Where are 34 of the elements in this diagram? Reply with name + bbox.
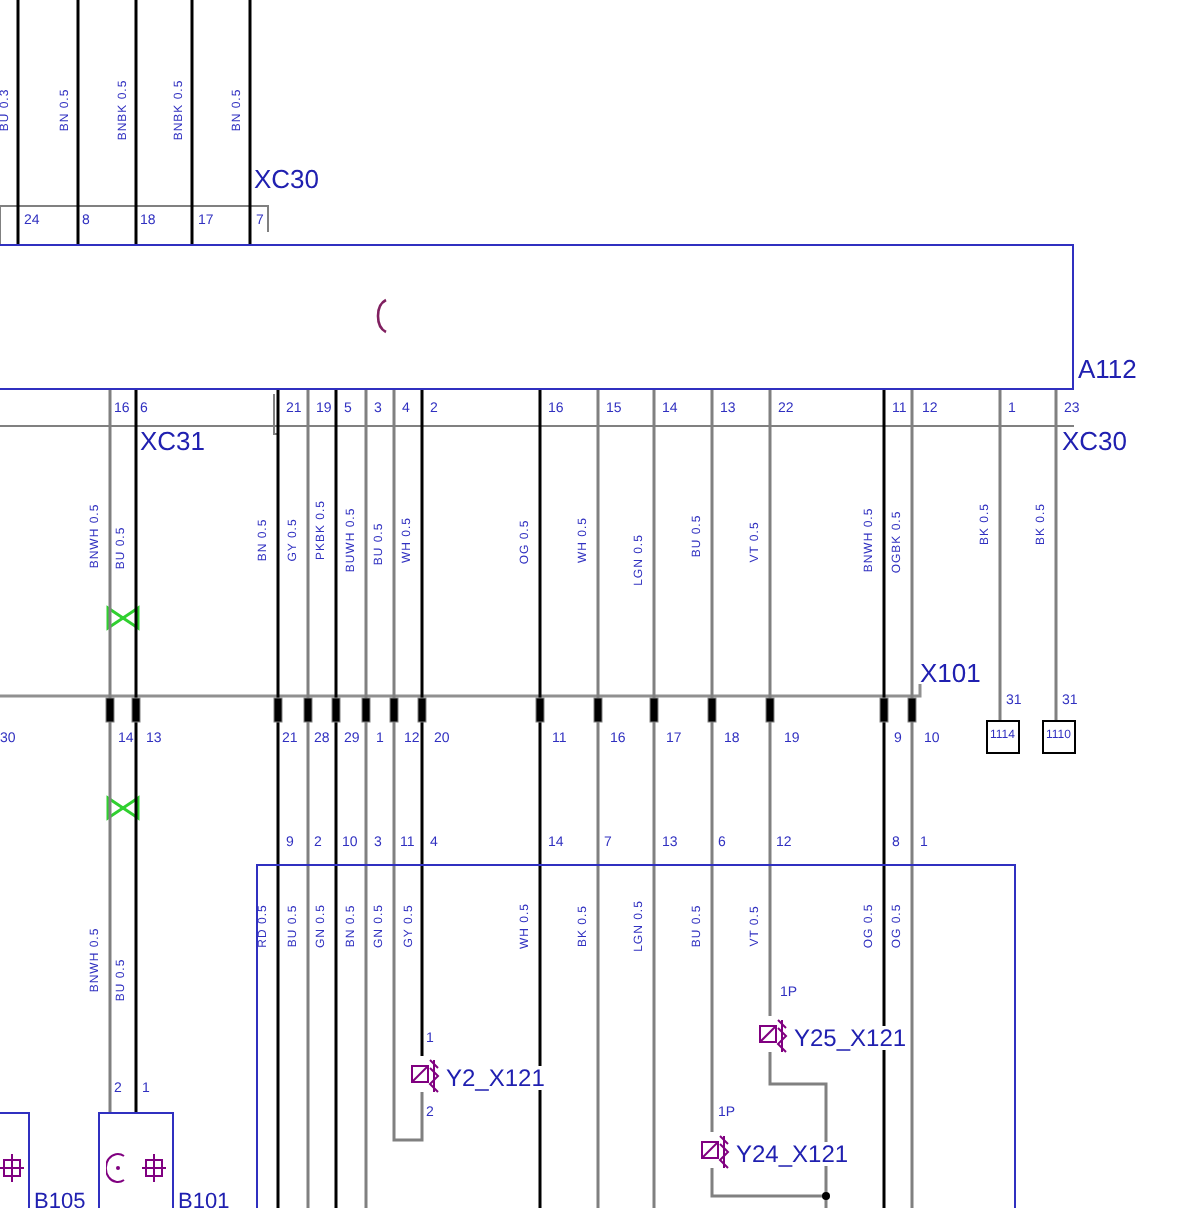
- wire: [998, 390, 1002, 720]
- component-label: B101: [178, 1192, 230, 1208]
- connector-name: XC30: [1062, 428, 1128, 454]
- wire: [108, 390, 112, 1112]
- wire: [538, 390, 542, 864]
- wire: [134, 390, 138, 1112]
- wire: [334, 390, 338, 864]
- wire: [710, 1052, 828, 1198]
- wire: [652, 390, 656, 864]
- wire: [364, 390, 368, 864]
- module-label: A112: [1078, 356, 1137, 382]
- wire: [1054, 390, 1058, 720]
- harness-box: [256, 864, 1016, 1208]
- connector-name: X101: [920, 660, 981, 686]
- wire: [76, 0, 80, 244]
- wire: [276, 390, 280, 864]
- wire: [710, 390, 714, 1132]
- connector-name: XC30: [254, 166, 320, 192]
- component-label: Y2_X121: [444, 1066, 547, 1090]
- wire: [248, 0, 252, 244]
- wire: [134, 0, 138, 244]
- wire: [910, 390, 914, 864]
- wire: [16, 0, 20, 244]
- component-label: B105: [34, 1192, 86, 1208]
- wire: [190, 0, 194, 244]
- wire: [420, 390, 424, 1056]
- wire: [306, 390, 310, 864]
- wire: [392, 390, 424, 1142]
- wire: [882, 390, 886, 864]
- connector-name: XC31: [140, 428, 206, 454]
- component-label: Y25_X121: [792, 1026, 909, 1050]
- wire: [768, 390, 772, 1016]
- component-label: Y24_X121: [734, 1142, 851, 1166]
- wire: [596, 390, 600, 864]
